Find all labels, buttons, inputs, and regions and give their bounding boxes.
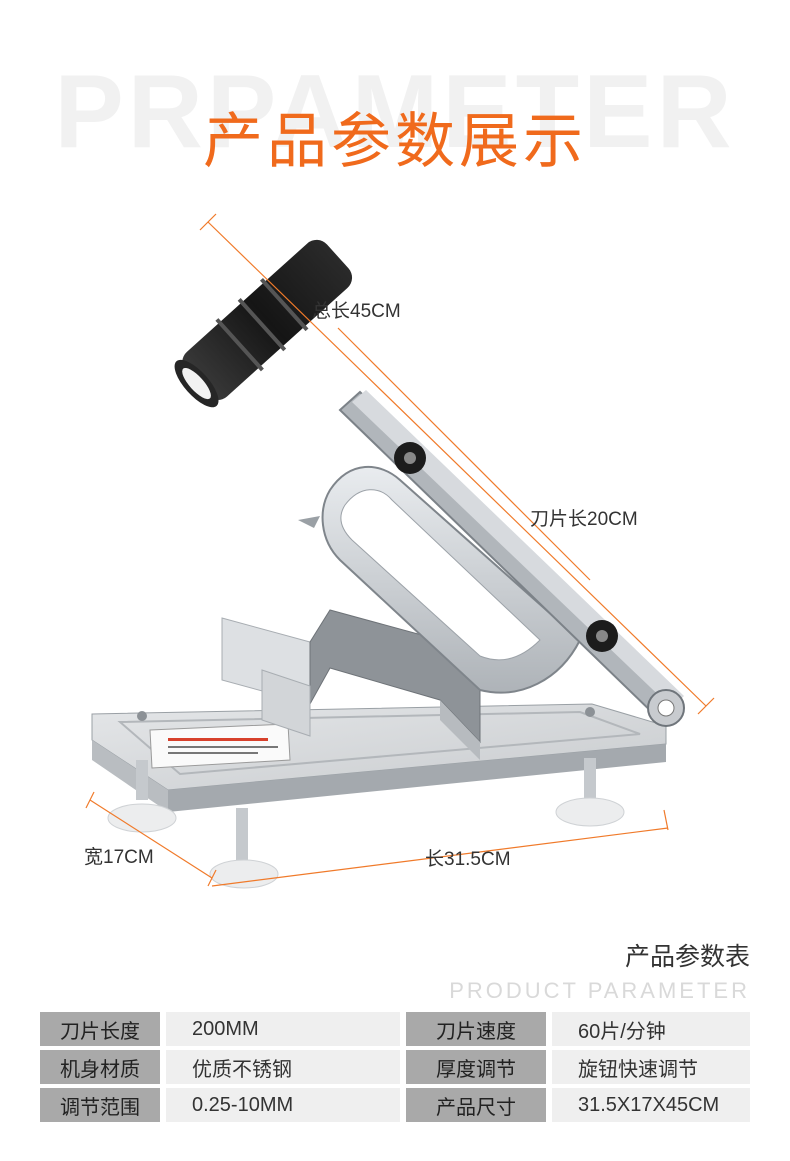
width-label: 宽17CM <box>84 847 154 868</box>
warning-sticker <box>149 723 291 769</box>
handle-grip <box>174 239 353 408</box>
table-row: 刀片长度 200MM 刀片速度 60片/分钟 <box>40 1012 750 1046</box>
param-key: 产品尺寸 <box>406 1088 546 1122</box>
dimension-lines <box>85 213 715 887</box>
thickness-knob-lower <box>586 620 618 652</box>
blade-guard <box>298 466 582 694</box>
param-key: 机身材质 <box>40 1050 160 1084</box>
param-value: 0.25-10MM <box>166 1088 400 1122</box>
param-key: 刀片速度 <box>406 1012 546 1046</box>
param-table-title: 产品参数表 <box>624 942 750 971</box>
param-key: 调节范围 <box>40 1088 160 1122</box>
param-key: 刀片长度 <box>40 1012 160 1046</box>
total-length-label: 总长45CM <box>312 301 401 322</box>
param-value: 200MM <box>166 1012 400 1046</box>
blade-length-label: 刀片长20CM <box>530 509 638 530</box>
page-title: 产品参数展示 <box>203 107 587 177</box>
parameter-table: 刀片长度 200MM 刀片速度 60片/分钟 机身材质 优质不锈钢 厚度调节 旋… <box>40 1008 750 1126</box>
param-value: 旋钮快速调节 <box>552 1050 750 1084</box>
param-key: 厚度调节 <box>406 1050 546 1084</box>
param-table-subtitle: PRODUCT PARAMETER <box>449 978 750 1003</box>
table-row: 调节范围 0.25-10MM 产品尺寸 31.5X17X45CM <box>40 1088 750 1122</box>
length-label: 长31.5CM <box>425 849 511 870</box>
param-value: 60片/分钟 <box>552 1012 750 1046</box>
background-watermark-word: PRPAMETER <box>54 54 736 170</box>
thickness-knob-upper <box>394 442 426 474</box>
param-value: 优质不锈钢 <box>166 1050 400 1084</box>
table-row: 机身材质 优质不锈钢 厚度调节 旋钮快速调节 <box>40 1050 750 1084</box>
legs <box>107 758 625 889</box>
param-value: 31.5X17X45CM <box>552 1088 750 1122</box>
